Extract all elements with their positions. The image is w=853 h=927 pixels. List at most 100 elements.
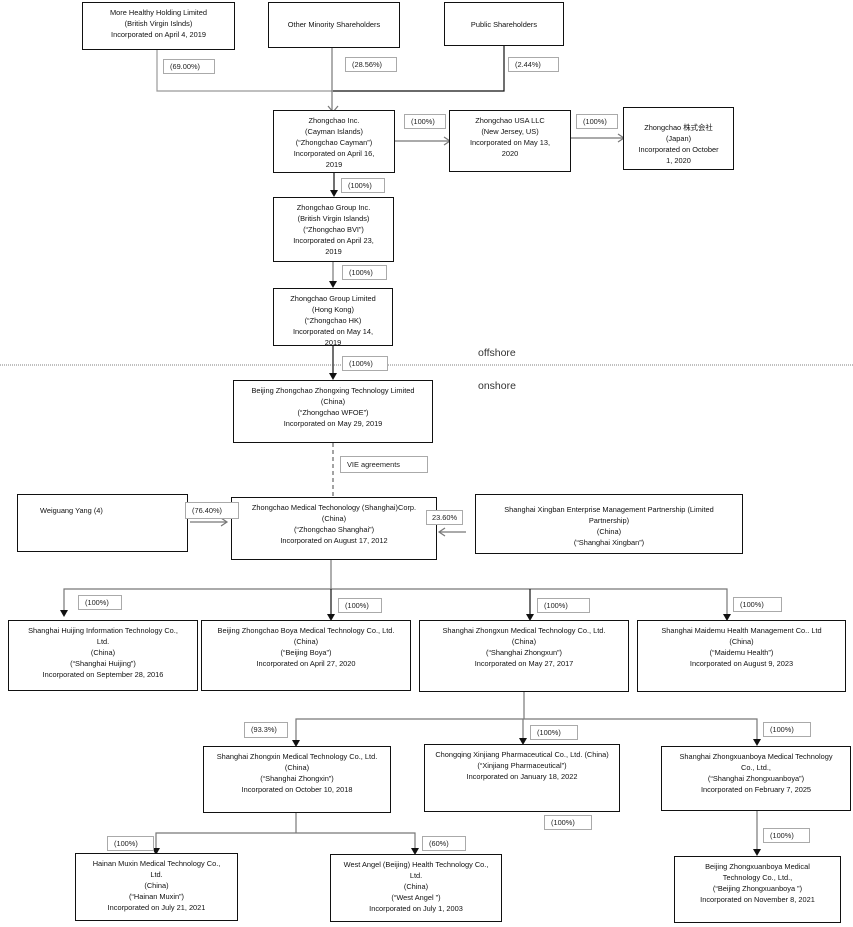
offshore-label: offshore (478, 347, 516, 359)
entity-west-angel: West Angel (Beijing) Health Technology C… (330, 854, 502, 922)
entity-zhongchao-usa: Zhongchao USA LLC(New Jersey, US)Incorpo… (449, 110, 571, 172)
entity-text-line: (China) (403, 882, 429, 891)
entity-text-line: (“Maidemu Health”) (709, 648, 774, 657)
entity-text-line: Beijing Zhongchao Zhongxing Technology L… (251, 386, 415, 395)
entity-shanghai-zhongxuanboya: Shanghai Zhongxuanboya Medical Technolog… (661, 746, 851, 811)
entity-text-line: (Hong Kong) (312, 305, 354, 314)
entity-text-line: Zhongchao Group Limited (290, 294, 376, 303)
entity-text-line: Incorporated on April 16, (293, 149, 375, 158)
pct-xinjiang-extra: (100%) (544, 815, 592, 830)
entity-text-line: More Healthy Holding Limited (110, 8, 207, 17)
connector-more-healthy (156, 50, 333, 92)
pct-boya: (100%) (338, 598, 382, 613)
arrowhead (327, 614, 335, 621)
entity-text-line: Shanghai Huijing Information Technology … (28, 626, 178, 635)
entity-text-line: Shanghai Xingban Enterprise Management P… (504, 505, 714, 514)
arrowhead (329, 281, 337, 288)
arrowhead (60, 610, 68, 617)
pct-cayman-bvi: (100%) (341, 178, 385, 193)
entity-text-line: Shanghai Zhongxun Medical Technology Co.… (442, 626, 606, 635)
entity-zhongchao-cayman: Zhongchao Inc. (Cayman Islands) (“Zhongcha… (273, 110, 395, 173)
entity-text-line: Shanghai Maidemu Health Management Co.. … (661, 626, 822, 635)
entity-text-line: Zhongchao Medical Techonology (Shanghai)… (251, 503, 417, 512)
entity-text-line: Incorporated on April 4, 2019 (111, 30, 206, 39)
entity-text-line: (“Zhongchao Cayman”) (295, 138, 373, 147)
pct-weiguang: (76.40%) (185, 502, 239, 519)
entity-text-line: (“West Angel ”) (391, 893, 441, 902)
entity-text-line: (“Shanghai Xingban”) (573, 538, 645, 547)
entity-text-line: Incorporated on November 8, 2021 (700, 895, 815, 904)
entity-text-line: Beijing Zhongchao Boya Medical Technolog… (217, 626, 395, 635)
entity-shanghai-zhongxin: Shanghai Zhongxin Medical Technology Co.… (203, 746, 391, 813)
entity-text-line: Chongqing Xinjiang Pharmaceutical Co., L… (435, 750, 609, 759)
entity-text-line: (China) (90, 648, 116, 657)
entity-weiguang-yang: Weiguang Yang (4) (17, 494, 188, 552)
entity-zhongchao-shanghai: Zhongchao Medical Techonology (Shanghai)… (231, 497, 437, 560)
entity-text-line: (China) (596, 527, 622, 536)
entity-text-line: (“Shanghai Huijing”) (70, 659, 136, 668)
pct-xinjiang: (100%) (530, 725, 578, 740)
pct-maidemu: (100%) (733, 597, 782, 612)
pct-bvi-hk: (100%) (342, 265, 387, 280)
arrowhead (411, 848, 419, 855)
entity-text-line: (Cayman Islands) (305, 127, 363, 136)
entity-text-line: (China) (321, 514, 347, 523)
entity-text-line: Public Shareholders (470, 20, 538, 29)
entity-text-line: Incorporated on January 18, 2022 (466, 772, 578, 781)
pct-west-angel: (60%) (422, 836, 466, 851)
arrowhead (330, 190, 338, 197)
entity-text-line: Zhongchao USA LLC (475, 116, 545, 125)
entity-zhongchao-bvi: Zhongchao Group Inc.(British Virgin Isla… (273, 197, 394, 262)
entity-text-line: Incorporated on April 27, 2020 (256, 659, 356, 668)
entity-shanghai-zhongxun: Shanghai Zhongxun Medical Technology Co.… (419, 620, 629, 692)
entity-text-line: Ltd. (150, 870, 163, 879)
pct-xingban: 23.60% (426, 510, 463, 525)
entity-text-line: Weiguang Yang (4) (40, 506, 103, 515)
entity-text-line: Shanghai Zhongxuanboya Medical Technolog… (679, 752, 833, 761)
entity-text-line: 2019 (325, 247, 342, 256)
entity-text-line: Partnership) (588, 516, 630, 525)
arrowhead (329, 373, 337, 380)
entity-text-line: Shanghai Zhongxin Medical Technology Co.… (216, 752, 378, 761)
entity-text-line: Hainan Muxin Medical Technology Co., (92, 859, 221, 868)
entity-text-line: Incorporated on May 13, (469, 138, 551, 147)
entity-other-minority: Other Minority Shareholders (268, 2, 400, 48)
entity-text-line: (China) (293, 637, 319, 646)
entity-text-line: Zhongchao 株式会社 (644, 123, 713, 132)
entity-zhongchao-japan: Zhongchao 株式会社(Japan)Incorporated on Oct… (623, 107, 734, 170)
entity-text-line: (“Shanghai Zhongxin”) (260, 774, 334, 783)
entity-hainan-muxin: Hainan Muxin Medical Technology Co., Ltd.… (75, 853, 238, 921)
pct-huijing: (100%) (78, 595, 122, 610)
pct-zhongxin: (93.3%) (244, 722, 288, 738)
entity-text-line: (British Virgin Islnds) (124, 19, 193, 28)
arrowhead (753, 739, 761, 746)
entity-zhongchao-wfoe: Beijing Zhongchao Zhongxing Technology L… (233, 380, 433, 443)
entity-text-line: Incorporated on May 14, (292, 327, 374, 336)
pct-hk-wfoe: (100%) (342, 356, 388, 371)
vie-agreements-label: VIE agreements (340, 456, 428, 473)
entity-text-line: Technology Co., Ltd., (722, 873, 793, 882)
pct-zhongxuanboya-sh: (100%) (763, 722, 811, 737)
entity-text-line: 2019 (325, 160, 343, 169)
entity-text-line: Beijing Zhongxuanboya Medical (705, 862, 810, 871)
arrowhead (292, 740, 300, 747)
entity-text-line: (China) (320, 397, 346, 406)
entity-text-line: Zhongchao Inc. (308, 116, 360, 125)
pct-usa-japan: (100%) (576, 114, 618, 129)
pct-more-healthy: (69.00%) (163, 59, 215, 74)
entity-beijing-boya: Beijing Zhongchao Boya Medical Technolog… (201, 620, 411, 691)
pct-muxin: (100%) (107, 836, 154, 851)
entity-text-line: (China) (729, 637, 754, 646)
connector-public (333, 45, 505, 92)
entity-text-line: 2019 (324, 338, 342, 347)
entity-text-line: (British Virgin Islands) (297, 214, 370, 223)
arrowhead (753, 849, 761, 856)
entity-maidemu-health: Shanghai Maidemu Health Management Co.. … (637, 620, 846, 692)
entity-text-line: Incorporated on September 28, 2016 (42, 670, 164, 679)
entity-text-line: West Angel (Beijing) Health Technology C… (343, 860, 489, 869)
entity-public-shareholders: Public Shareholders (444, 2, 564, 46)
entity-text-line: Incorporated on August 17, 2012 (280, 536, 388, 545)
entity-text-line: Co., Ltd., (741, 763, 771, 772)
entity-text-line: (China) (511, 637, 537, 646)
